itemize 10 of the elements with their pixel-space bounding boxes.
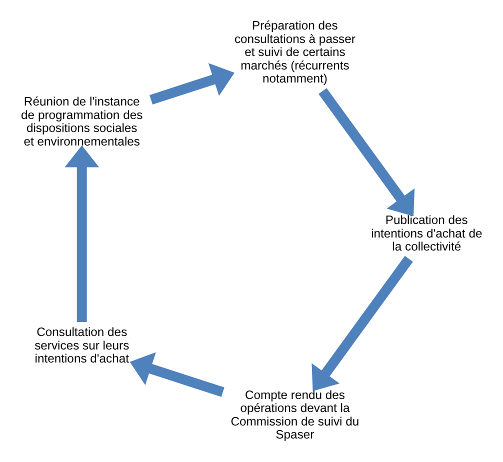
- node-text: Consultation des services sur leurs intentions d'achat: [34, 325, 130, 366]
- node-text: Publication des intentions d'achat de la collectivité: [371, 213, 482, 254]
- arrow: [64, 145, 100, 322]
- node-text: Compte rendu des opérations devant la Commission de suivi du Spaser: [230, 388, 360, 442]
- arrow: [312, 256, 413, 392]
- arrow: [130, 352, 224, 397]
- arrow: [150, 63, 234, 105]
- node-text: Réunion de l'instance de programmation des dispositions sociales et environnementales: [21, 94, 143, 148]
- arrow: [318, 88, 415, 216]
- node-text: Préparation des consultations à passer et suivi de certains marchés (récurrents notamment): [234, 18, 356, 86]
